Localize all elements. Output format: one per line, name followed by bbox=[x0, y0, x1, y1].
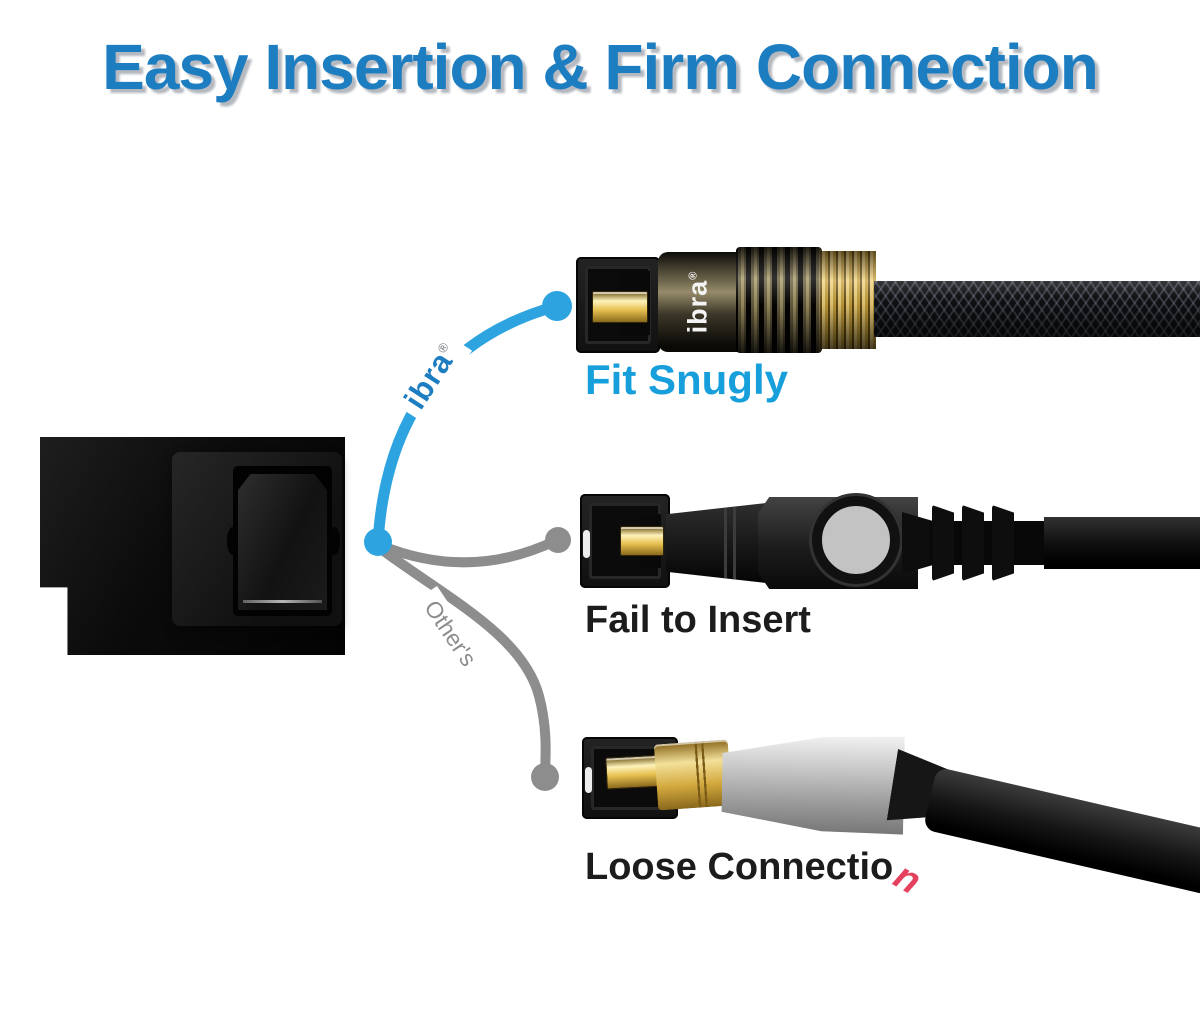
gold-knurled-ring bbox=[820, 251, 876, 349]
strain-relief-fin bbox=[932, 505, 954, 581]
faceplate-notch-right-icon bbox=[329, 527, 340, 555]
head-slot bbox=[585, 767, 592, 793]
strain-relief-fin bbox=[962, 505, 984, 581]
optical-port-flap bbox=[238, 474, 327, 610]
barrel-brand-word: ibra bbox=[682, 279, 713, 334]
black-cable bbox=[1044, 517, 1200, 569]
origin-dot bbox=[364, 528, 392, 556]
gray-logo-disc bbox=[812, 496, 900, 584]
gold-optical-pin bbox=[620, 526, 664, 556]
loose-caption-main: Loose Connectio bbox=[585, 846, 894, 888]
misaligned-plug bbox=[666, 503, 766, 583]
braided-cable bbox=[874, 281, 1200, 337]
others-branch-curve-2 bbox=[376, 544, 551, 777]
ibra-end-dot bbox=[542, 291, 572, 321]
barrel-registered-mark: ® bbox=[687, 270, 700, 280]
knurled-grip-rings bbox=[736, 247, 822, 353]
ibra-branch-curve bbox=[372, 300, 563, 548]
head-slot bbox=[583, 530, 590, 558]
faceplate-notch-left-icon bbox=[227, 527, 238, 555]
ibra-connector-barrel: ibra® bbox=[658, 252, 738, 352]
toslink-plug-head-ibra bbox=[576, 257, 660, 353]
page-title: Easy Insertion & Firm Connection bbox=[102, 31, 1099, 103]
caption-fit-snugly: Fit Snugly bbox=[585, 356, 788, 403]
barrel-brand-text: ibra® bbox=[683, 271, 714, 334]
gold-plug-tip bbox=[653, 739, 733, 811]
toslink-plug-head-other1 bbox=[580, 494, 670, 588]
optical-port-opening bbox=[233, 466, 332, 616]
caption-loose-connection: Loose Connection bbox=[585, 846, 928, 903]
gold-optical-pin bbox=[592, 291, 648, 323]
others-branch-curve-1 bbox=[375, 535, 562, 568]
strain-relief-fin bbox=[992, 505, 1014, 581]
caption-fail-to-insert: Fail to Insert bbox=[585, 599, 811, 641]
others-end-dot-2 bbox=[531, 763, 559, 791]
others-end-dot-1 bbox=[545, 527, 571, 553]
